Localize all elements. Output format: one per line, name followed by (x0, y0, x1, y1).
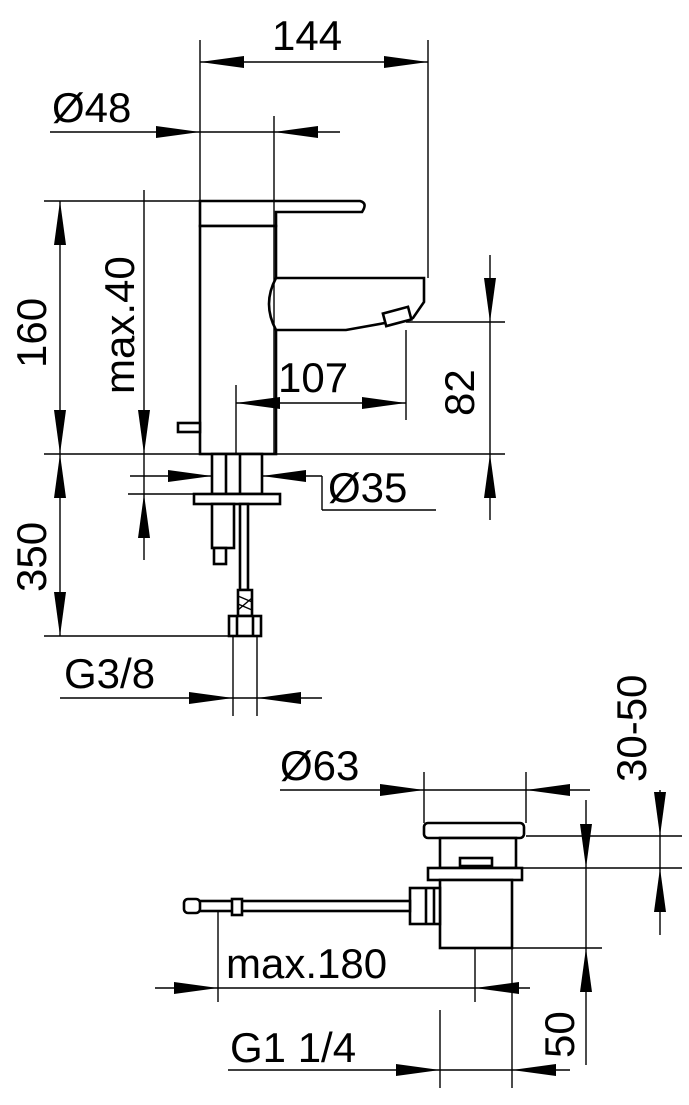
waste-flange (426, 866, 524, 882)
dim-rod-length: max.180 (226, 940, 387, 987)
hose-nut (227, 614, 263, 638)
dim-waste-height: 50 (536, 1011, 583, 1058)
dim-max-thickness: max.40 (96, 256, 143, 394)
waste-dimension-lines (155, 772, 682, 1088)
dim-width-total: 144 (272, 12, 342, 59)
dim-spout-reach: 107 (278, 354, 348, 401)
waste-drawing (182, 821, 526, 950)
dim-spout-height: 82 (436, 369, 483, 416)
waste-body (438, 878, 514, 950)
mounting-plate (192, 492, 282, 506)
faucet-drawing (176, 199, 426, 638)
faucet-aerator (381, 305, 413, 328)
faucet-dimension-lines (44, 40, 505, 716)
faucet-shank (210, 452, 264, 496)
waste-rod (194, 899, 412, 913)
mounting-stud (210, 502, 236, 550)
faucet-lever (198, 199, 366, 228)
supply-hose (238, 502, 250, 592)
dim-connection-thread: G3/8 (64, 650, 155, 697)
waste-cap (422, 821, 526, 840)
dim-waste-diameter: Ø63 (280, 742, 359, 789)
dim-height-total: 160 (8, 298, 55, 368)
dim-base-diameter: Ø35 (328, 464, 407, 511)
hose-braid (236, 588, 254, 618)
dim-waste-stroke: 30-50 (608, 675, 655, 782)
faucet-body (198, 224, 278, 456)
rod-knob (182, 897, 202, 915)
popup-knob (176, 421, 202, 434)
dim-waste-thread: G1 1/4 (230, 1024, 356, 1071)
dim-body-diameter: Ø48 (52, 84, 131, 131)
dim-hose-length: 350 (8, 522, 55, 592)
